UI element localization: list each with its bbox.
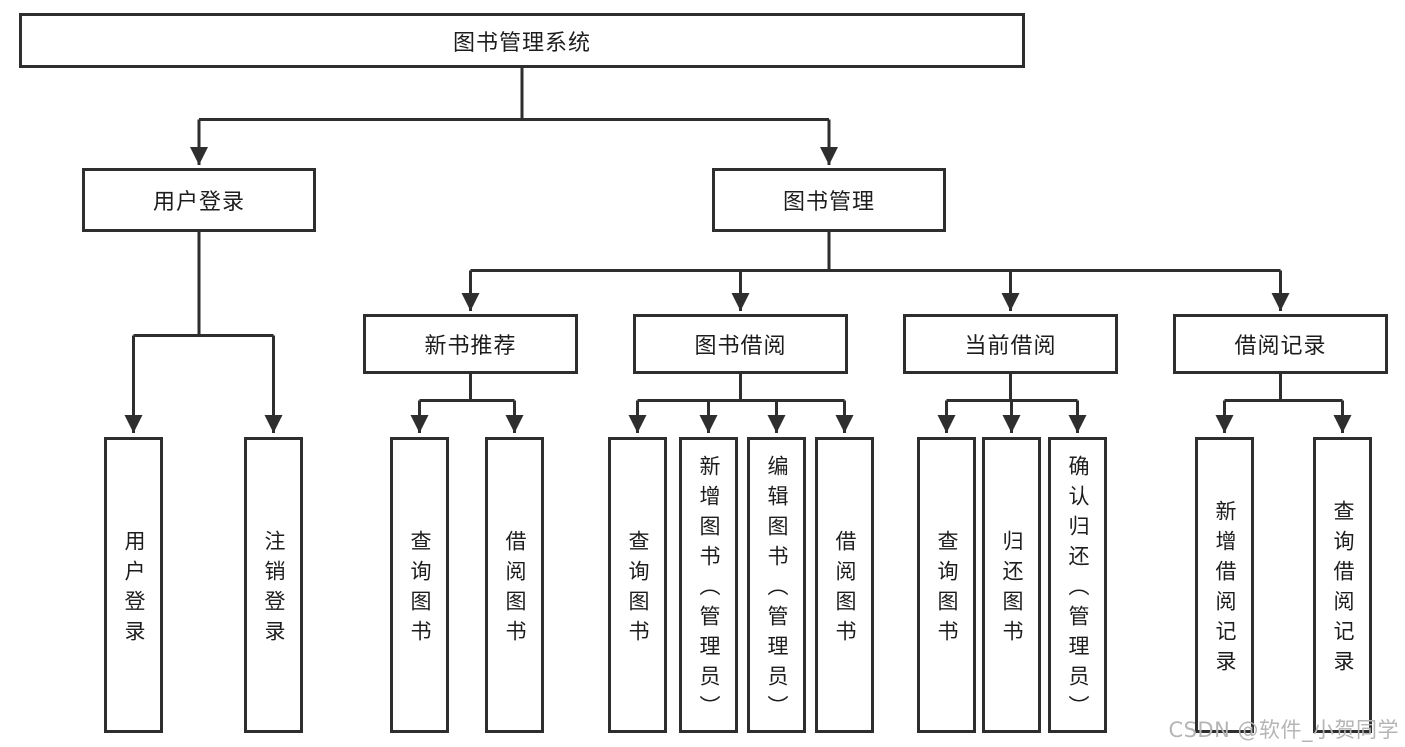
node-leaf-label: 查询图书	[935, 529, 959, 650]
node-leaf-add-books-admin: 新增图书（管理员）	[679, 437, 738, 733]
node-leaf-add-borrow-record: 新增借阅记录	[1195, 437, 1254, 733]
node-branch-book-management: 图书管理	[712, 168, 946, 232]
node-module-new-book-recommendation: 新书推荐	[363, 314, 578, 374]
node-leaf-edit-books-admin: 编辑图书（管理员）	[747, 437, 806, 733]
node-leaf-query-books-1: 查询图书	[390, 437, 449, 733]
node-leaf-label: 借阅图书	[503, 529, 527, 650]
node-leaf-logout: 注销登录	[244, 437, 303, 733]
node-leaf-label: 用户登录	[122, 529, 146, 650]
node-leaf-user-login: 用户登录	[104, 437, 163, 733]
node-branch-label: 用户登录	[152, 190, 245, 215]
node-module-borrowing-records: 借阅记录	[1173, 314, 1388, 374]
node-leaf-label: 归还图书	[1000, 529, 1024, 650]
node-leaf-borrow-books-2: 借阅图书	[815, 437, 874, 733]
node-branch-label: 图书管理	[782, 190, 875, 215]
node-module-label: 当前借阅	[964, 334, 1057, 359]
node-root-system: 图书管理系统	[19, 13, 1025, 68]
node-module-book-borrowing: 图书借阅	[633, 314, 848, 374]
node-leaf-query-books-2: 查询图书	[608, 437, 667, 733]
node-root-label: 图书管理系统	[452, 30, 591, 56]
node-leaf-confirm-return-admin: 确认归还（管理员）	[1048, 437, 1107, 733]
node-module-label: 借阅记录	[1234, 334, 1327, 359]
node-leaf-query-borrow-record: 查询借阅记录	[1313, 437, 1372, 733]
node-leaf-label: 编辑图书（管理员）	[765, 454, 789, 725]
node-leaf-label: 确认归还（管理员）	[1066, 454, 1090, 725]
node-leaf-label: 新增图书（管理员）	[697, 454, 721, 725]
node-branch-user-login: 用户登录	[82, 168, 316, 232]
node-leaf-return-books: 归还图书	[982, 437, 1041, 733]
node-leaf-label: 查询图书	[408, 529, 432, 650]
node-leaf-label: 新增借阅记录	[1213, 499, 1237, 680]
node-leaf-label: 查询图书	[626, 529, 650, 650]
node-module-label: 图书借阅	[694, 334, 787, 359]
node-leaf-label: 借阅图书	[833, 529, 857, 650]
node-leaf-label: 注销登录	[262, 529, 286, 650]
csdn-watermark: CSDN @软件_小贺同学	[1168, 718, 1399, 742]
node-module-current-borrowing: 当前借阅	[903, 314, 1118, 374]
node-module-label: 新书推荐	[424, 334, 517, 359]
node-leaf-query-books-3: 查询图书	[917, 437, 976, 733]
node-leaf-borrow-books-1: 借阅图书	[485, 437, 544, 733]
node-leaf-label: 查询借阅记录	[1331, 499, 1355, 680]
